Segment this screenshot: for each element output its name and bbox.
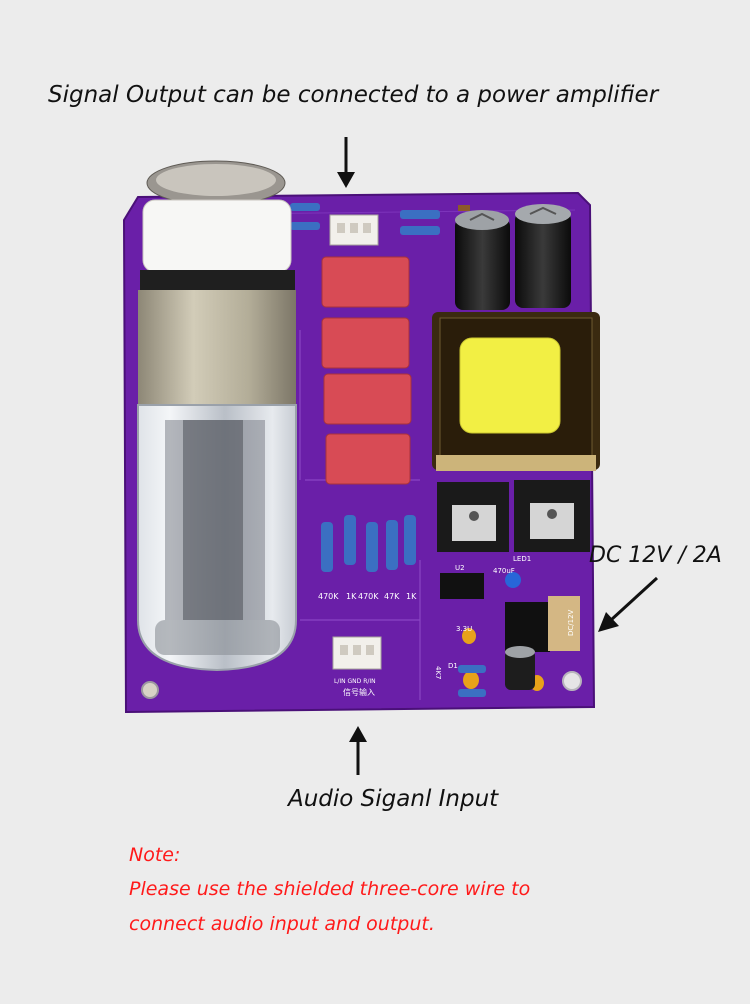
diode-label: D1 (448, 662, 458, 670)
diagonal-arrow-icon (598, 576, 659, 632)
vacuum-tube (137, 160, 297, 672)
down-arrow-icon (337, 137, 355, 188)
input-silkscreen-label: 信号输入 (343, 687, 375, 697)
film-capacitors (321, 256, 412, 485)
input-pins-label: L/IN GND R/IN (334, 678, 376, 685)
ic-label: U2 (455, 564, 465, 572)
audio-input-caption: Audio Siganl Input (288, 786, 499, 812)
resistor-label-2: 1K (346, 592, 357, 601)
resistor-row: 470K 1K 470K 47K 1K (318, 515, 417, 601)
heatsinks (437, 480, 590, 552)
resistor-label-1: 470K (318, 592, 339, 601)
input-connector: L/IN GND R/IN 信号输入 (332, 636, 382, 697)
note-line-2: connect audio input and output. (129, 913, 435, 935)
cap-label: 470uF (493, 567, 515, 575)
power-input-caption: DC 12V / 2A (589, 543, 722, 568)
note-line-1: Please use the shielded three-core wire … (129, 878, 531, 900)
resistor-label-4: 47K (384, 592, 400, 601)
output-connector (329, 214, 379, 246)
note-title: Note: (129, 844, 181, 866)
res-4k7-label: 4K7 (434, 666, 442, 680)
up-arrow-icon (349, 726, 367, 775)
signal-output-caption: Signal Output can be connected to a powe… (48, 82, 659, 108)
filter-capacitors (455, 204, 571, 310)
resistor-label-5: 1K (406, 592, 417, 601)
resistor-label-3: 470K (358, 592, 379, 601)
power-section: U2 LED1 470uF DC/12V 3.3U 4K7 D1 (434, 555, 580, 697)
led-label: LED1 (513, 555, 531, 563)
transformer (432, 312, 600, 471)
top-resistors (290, 203, 470, 235)
dc-label: DC/12V (567, 609, 575, 636)
small-cap-label: 3.3U (456, 625, 472, 633)
